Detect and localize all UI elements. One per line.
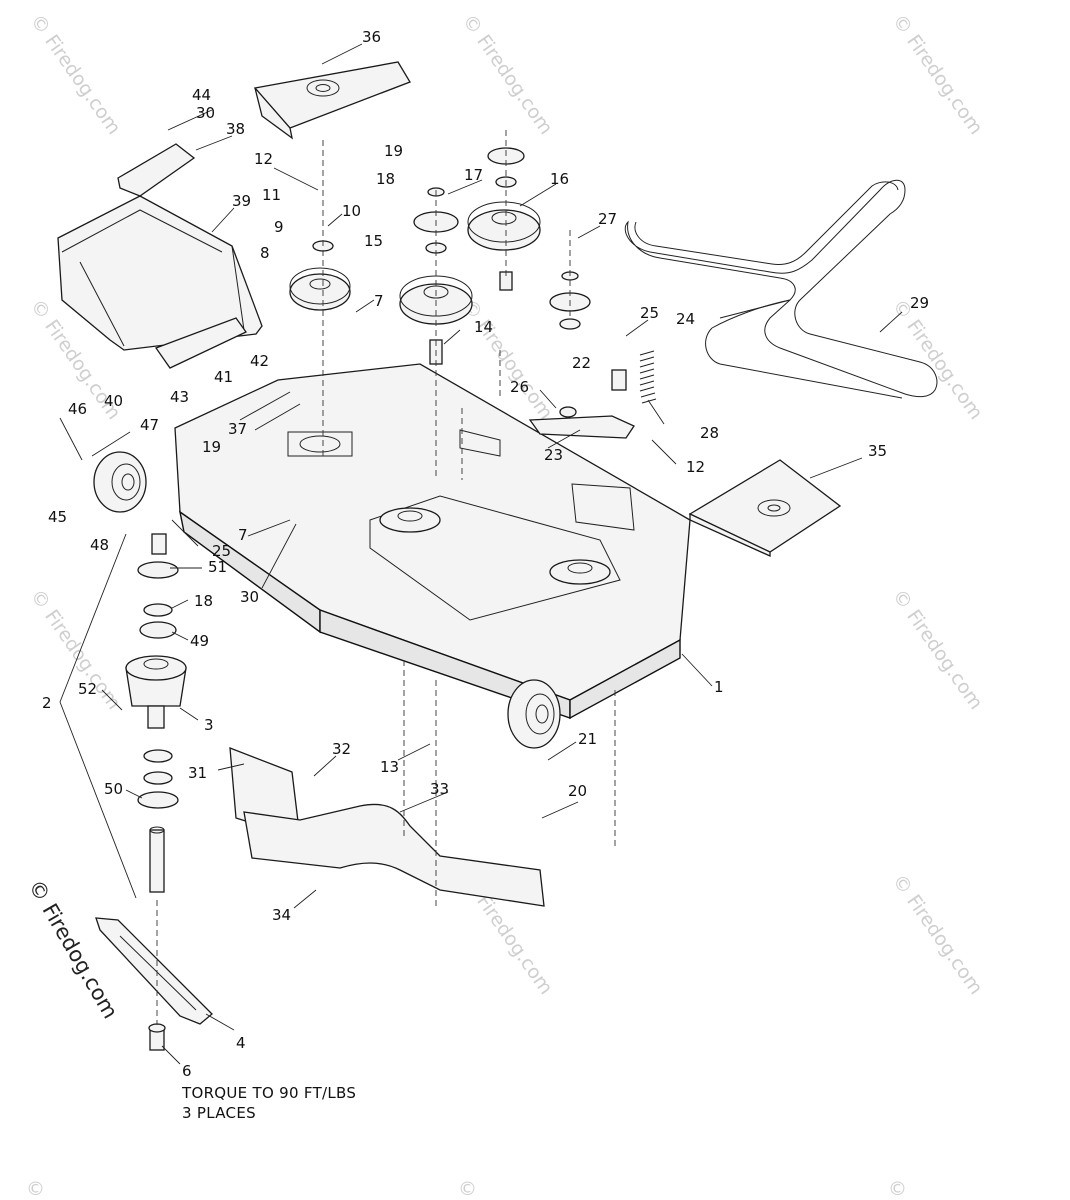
callout-49: 49: [190, 632, 209, 650]
watermark-14: ©: [888, 1178, 907, 1200]
callout-18-top: 18: [376, 170, 395, 188]
callout-32: 32: [332, 740, 351, 758]
callout-24: 24: [676, 310, 695, 328]
callout-22: 22: [572, 354, 591, 372]
callout-7-mid: 7: [238, 526, 248, 544]
callout-11: 11: [262, 186, 281, 204]
chute-bracket-top: [117, 143, 196, 197]
callout-51: 51: [208, 558, 227, 576]
callout-3: 3: [204, 716, 214, 734]
callout-18-mid: 18: [194, 592, 213, 610]
anti-scalp-wheel-left: [93, 451, 147, 513]
callout-30: 30: [196, 104, 215, 122]
callout-44: 44: [192, 86, 211, 104]
callout-19-top: 19: [384, 142, 403, 160]
baffle-main: [243, 803, 545, 907]
callout-33: 33: [430, 780, 449, 798]
spring: [639, 350, 657, 404]
spindle-shaft: [149, 826, 165, 893]
callout-7-top: 7: [374, 292, 384, 310]
callout-41: 41: [214, 368, 233, 386]
callout-12-top: 12: [254, 150, 273, 168]
callout-50: 50: [104, 780, 123, 798]
watermark-dark: © Firedog.com: [24, 876, 123, 1023]
callout-39: 39: [232, 192, 251, 210]
callout-52: 52: [78, 680, 97, 698]
callout-2: 2: [42, 694, 52, 712]
callout-29: 29: [910, 294, 929, 312]
callout-1: 1: [714, 678, 724, 696]
callout-6: 6: [182, 1062, 192, 1080]
callout-8: 8: [260, 244, 270, 262]
blade-bolt: [148, 1023, 166, 1051]
discharge-chute: [57, 195, 263, 351]
callout-25-top: 25: [640, 304, 659, 322]
assembly-lines: [156, 130, 616, 1025]
watermark-13: ©: [458, 1178, 477, 1200]
callout-37: 37: [228, 420, 247, 438]
chute-bracket-bottom: [154, 317, 247, 369]
torque-note-line1: TORQUE TO 90 FT/LBS: [181, 1084, 356, 1102]
callout-30-mid: 30: [240, 588, 259, 606]
spindle-housing: [125, 655, 187, 729]
callout-10: 10: [342, 202, 361, 220]
callout-15: 15: [364, 232, 383, 250]
callout-48: 48: [90, 536, 109, 554]
watermark-3: © Firedog.com: [888, 10, 987, 138]
torque-note-line2: 3 PLACES: [182, 1104, 256, 1122]
callout-16: 16: [550, 170, 569, 188]
belt-cover-top: [253, 61, 411, 140]
callout-47: 47: [140, 416, 159, 434]
watermark-2: © Firedog.com: [458, 10, 557, 138]
callout-28: 28: [700, 424, 719, 442]
callout-26: 26: [510, 378, 529, 396]
watermark-7: © Firedog.com: [26, 585, 125, 713]
callout-25-mid: 25: [212, 542, 231, 560]
callout-40: 40: [104, 392, 123, 410]
watermark-1: © Firedog.com: [26, 10, 125, 138]
callout-17: 17: [464, 166, 483, 184]
watermark-11: © Firedog.com: [888, 870, 987, 998]
belt-cover-right: [688, 459, 842, 558]
leader-lines: [59, 43, 903, 1065]
callout-19-mid: 19: [202, 438, 221, 456]
mower-deck: [174, 363, 691, 720]
watermark-9: © Firedog.com: [888, 585, 987, 713]
callout-34: 34: [272, 906, 291, 924]
callout-27: 27: [598, 210, 617, 228]
drive-belt: [624, 179, 938, 399]
callout-14: 14: [474, 318, 493, 336]
callouts: 36 44 30 38 39 12 11 10 9 8 7 19 18 17 1…: [42, 28, 929, 1080]
anti-scalp-wheel-right: [507, 679, 561, 749]
mower-blade: [95, 917, 213, 1025]
callout-13: 13: [380, 758, 399, 776]
callout-31: 31: [188, 764, 207, 782]
callout-43: 43: [170, 388, 189, 406]
watermark-12: ©: [26, 1178, 45, 1200]
callout-36: 36: [362, 28, 381, 46]
callout-45: 45: [48, 508, 67, 526]
idler-pulley-16: [467, 201, 541, 251]
callout-42: 42: [250, 352, 269, 370]
callout-23: 23: [544, 446, 563, 464]
hardware-stacks: [137, 147, 627, 809]
callout-38: 38: [226, 120, 245, 138]
callout-21: 21: [578, 730, 597, 748]
callout-12-right: 12: [686, 458, 705, 476]
callout-35: 35: [868, 442, 887, 460]
torque-note: TORQUE TO 90 FT/LBS 3 PLACES: [181, 1084, 356, 1122]
callout-4: 4: [236, 1034, 246, 1052]
watermark-6: © Firedog.com: [888, 295, 987, 423]
idler-pulley-8: [289, 267, 351, 311]
callout-9: 9: [274, 218, 284, 236]
callout-46: 46: [68, 400, 87, 418]
idler-arm: [528, 406, 635, 439]
callout-20: 20: [568, 782, 587, 800]
